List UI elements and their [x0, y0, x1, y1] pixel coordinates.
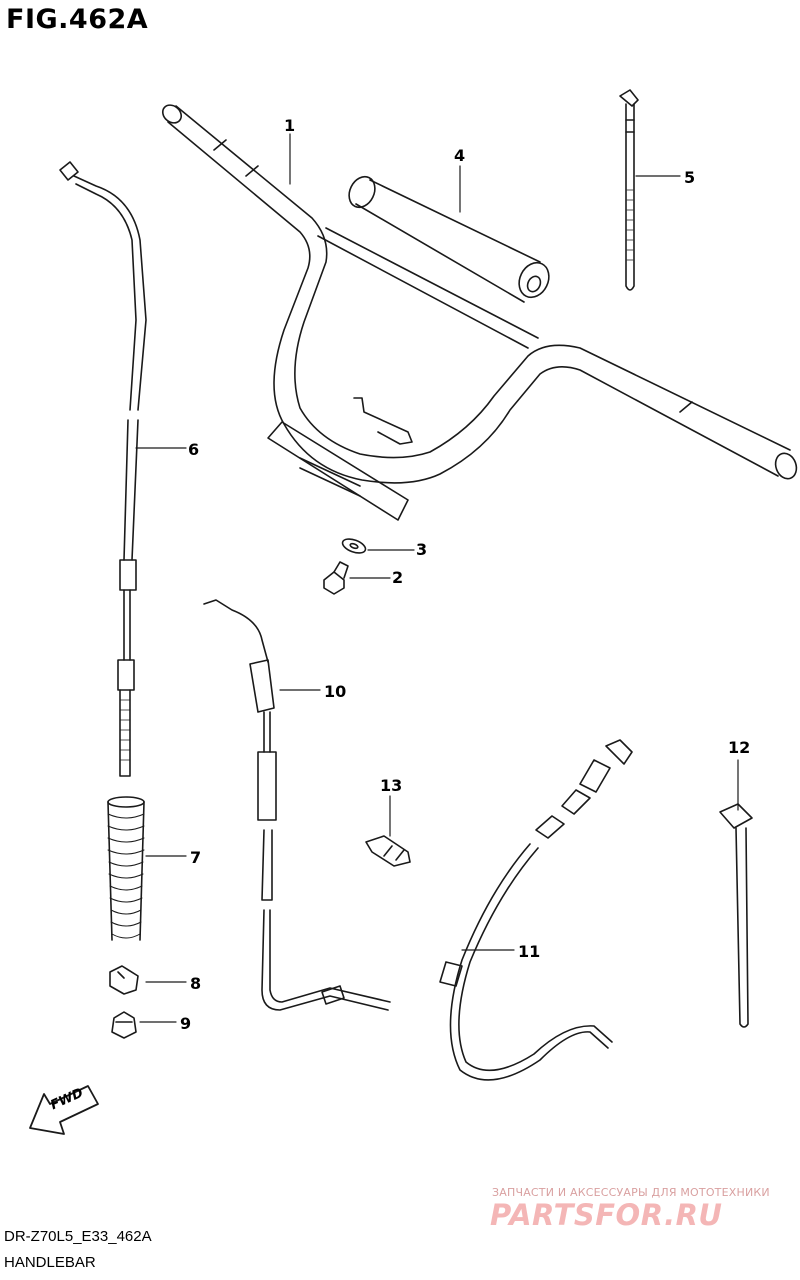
model-code: DR-Z70L5_E33_462A [4, 1228, 152, 1245]
callout-3: 3 [416, 540, 428, 559]
callout-8: 8 [190, 974, 202, 993]
callout-4: 4 [454, 146, 466, 165]
callout-5: 5 [684, 168, 696, 187]
callout-10: 10 [324, 682, 347, 701]
part-cable-tie-small [619, 89, 639, 291]
part-washer [341, 538, 367, 554]
part-bolt [323, 561, 349, 595]
watermark-tagline: ЗАПЧАСТИ И АКСЕССУАРЫ ДЛЯ МОТОТЕХНИКИ [492, 1186, 770, 1199]
part-handlebar-pad [348, 175, 550, 303]
part-choke-cable [439, 739, 633, 1081]
part-nut [111, 1011, 137, 1039]
part-cable-clamp [365, 835, 411, 867]
callout-7: 7 [190, 848, 202, 867]
leader-lines [135, 133, 739, 1023]
figure-title: FIG.462A [6, 4, 149, 35]
section-name: HANDLEBAR [4, 1254, 96, 1271]
callout-6: 6 [188, 440, 200, 459]
callout-12: 12 [728, 738, 751, 757]
part-handlebar [161, 104, 798, 521]
part-clutch-cable [59, 161, 147, 777]
callout-9: 9 [180, 1014, 192, 1033]
callout-11: 11 [518, 942, 541, 961]
callout-1: 1 [284, 116, 296, 135]
part-adjuster-cap [109, 965, 139, 995]
callout-2: 2 [392, 568, 404, 587]
watermark-logo: PARTSFOR.RU [490, 1198, 723, 1232]
callout-13: 13 [380, 776, 403, 795]
part-cable-tie-long [719, 803, 753, 1028]
part-throttle-cable [203, 599, 391, 1011]
part-cable-boot [107, 796, 145, 941]
fwd-arrow-icon [29, 1085, 99, 1135]
